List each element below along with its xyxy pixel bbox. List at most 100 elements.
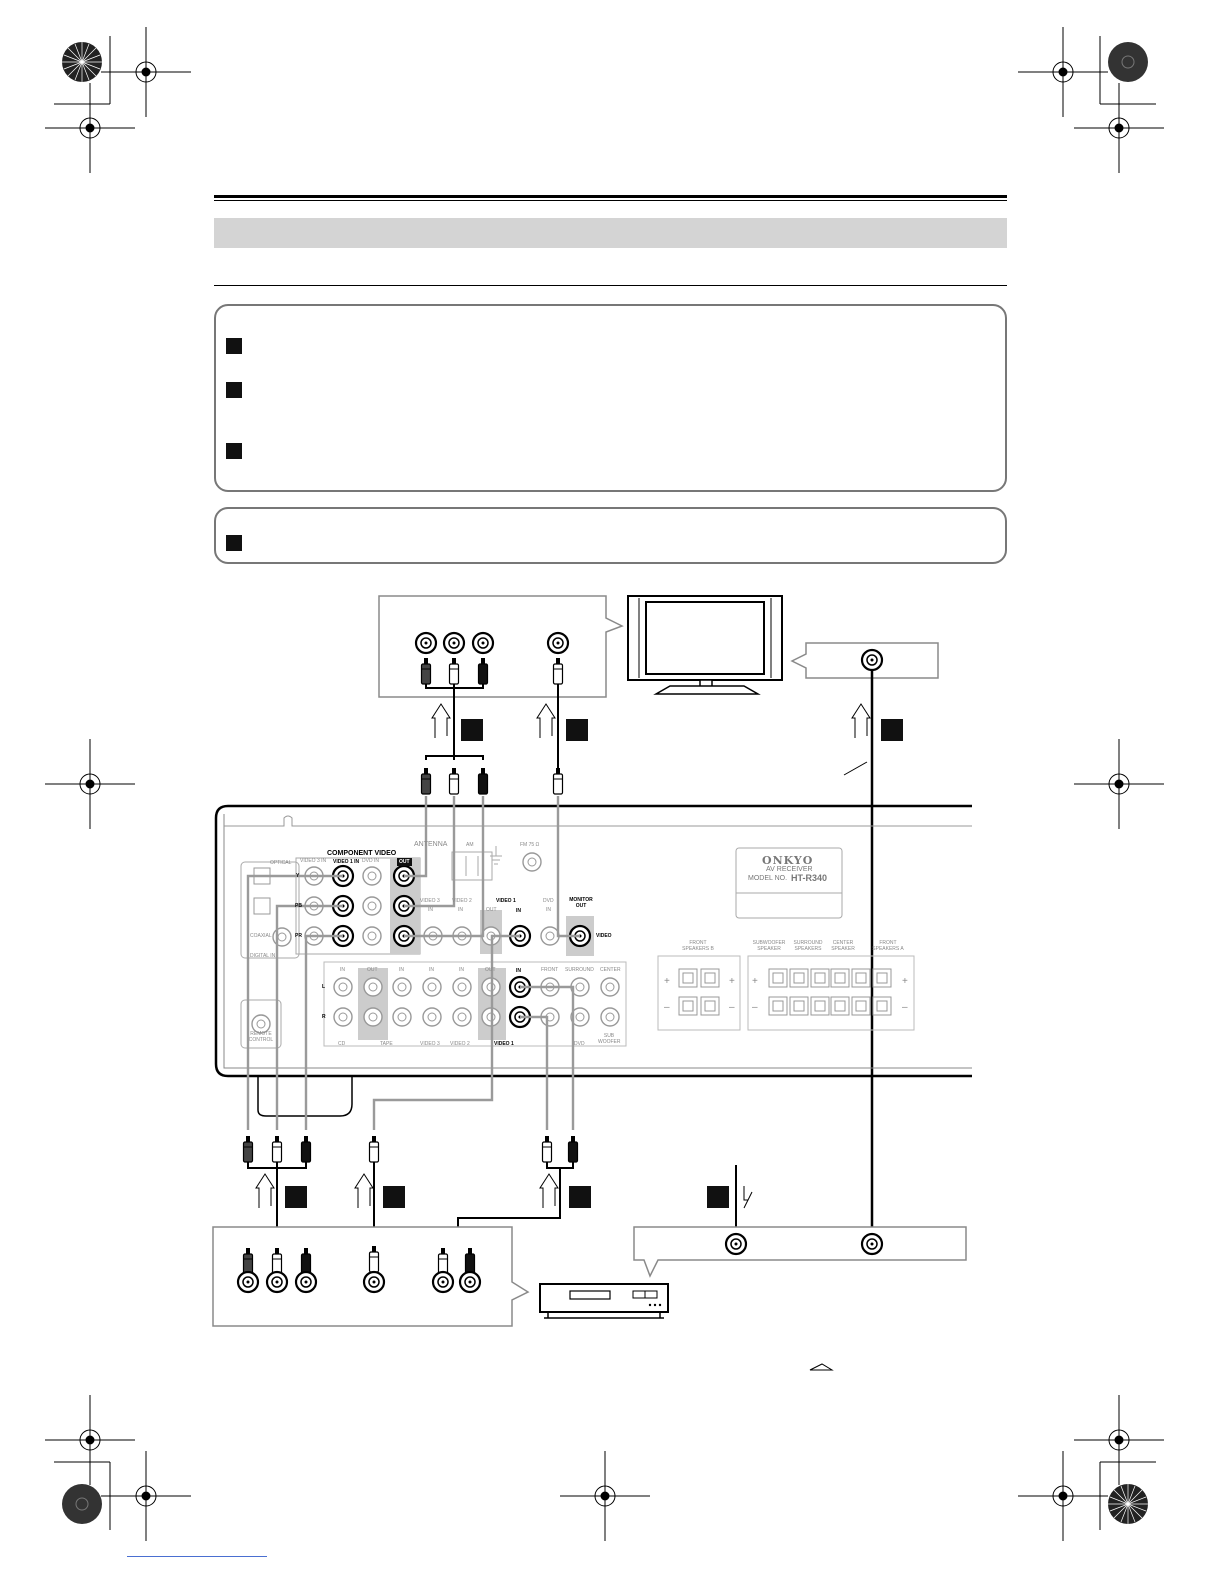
- arrow-up-4: [255, 1173, 275, 1209]
- svg-text:+: +: [729, 976, 735, 987]
- label-monitor-out: MONITOR OUT: [569, 897, 593, 909]
- label-dvd-audio: DVD: [574, 1041, 585, 1047]
- svg-text:+: +: [752, 976, 758, 987]
- arrow-up-1: [431, 703, 451, 739]
- label-video1: VIDEO 1: [496, 898, 516, 904]
- label-y: Y: [296, 873, 300, 879]
- note-box: [214, 507, 1007, 564]
- svg-text:–: –: [752, 1002, 758, 1013]
- label-center: CENTER: [600, 967, 621, 973]
- label-l: L: [322, 984, 326, 990]
- arrow-up-6: [539, 1173, 559, 1209]
- label-video2-in-audio: IN: [459, 967, 464, 973]
- svg-text:+: +: [664, 976, 670, 987]
- model-number: HT-R340: [791, 873, 828, 883]
- step-marker-3: [226, 443, 242, 459]
- label-video2: VIDEO 2: [452, 898, 472, 904]
- arrow-up-2: [536, 703, 556, 739]
- receiver-rear-panel: ++ –– ++ ––: [214, 804, 972, 1117]
- label-video2-audio: VIDEO 2: [450, 1041, 470, 1047]
- label-component-out: OUT: [397, 858, 412, 866]
- label-coaxial: COAXIAL: [250, 933, 272, 939]
- label-am: AM: [466, 842, 474, 848]
- source-output-panel: [212, 1226, 530, 1327]
- tv-component-y-jack: [414, 631, 438, 655]
- model-line-2: MODEL NO.: [748, 875, 788, 882]
- label-dvd-in: DVD IN: [362, 858, 379, 864]
- tv-component-pr-jack: [471, 631, 495, 655]
- badge-4: [285, 1186, 307, 1208]
- label-cd: CD: [338, 1041, 346, 1047]
- badge-2: [566, 719, 588, 741]
- label-video1-in-composite: IN: [516, 908, 521, 914]
- label-r: R: [322, 1014, 326, 1020]
- header-rule-second: [214, 200, 1007, 201]
- section-title-band: [214, 218, 1007, 248]
- step-marker-2: [226, 382, 242, 398]
- label-pb: PB: [295, 903, 302, 909]
- ir-jack-callout: [790, 642, 939, 679]
- badge-5: [383, 1186, 405, 1208]
- badge-6: [569, 1186, 591, 1208]
- label-video: VIDEO: [596, 933, 612, 939]
- label-tape: TAPE: [380, 1041, 393, 1047]
- label-front-speakers-a: FRONT SPEAKERS A: [872, 940, 904, 952]
- arrow-down-7: [743, 1186, 753, 1209]
- label-component-video: COMPONENT VIDEO: [327, 850, 397, 857]
- tv-input-panel: [378, 595, 624, 698]
- continue-arrow-icon: [809, 1363, 834, 1371]
- step-marker-1: [226, 338, 242, 354]
- svg-text:–: –: [729, 1002, 735, 1013]
- remote-input-panel: [633, 1226, 967, 1278]
- label-video3-in: VIDEO 3 IN: [300, 858, 327, 864]
- header-rule-top: [214, 195, 1007, 198]
- starburst-bottom-right: [1108, 1484, 1148, 1524]
- label-dvd: DVD: [543, 898, 554, 904]
- label-subwoofer-speaker: SUBWOOFER SPEAKER: [752, 940, 786, 952]
- label-front: FRONT: [541, 967, 559, 973]
- tv-video-jack: [546, 631, 570, 655]
- label-surround-speakers: SURROUND SPEAKERS: [793, 940, 823, 952]
- label-pr: PR: [295, 933, 302, 939]
- label-video1-out-composite: OUT: [486, 907, 497, 913]
- source-device-illustration: [539, 1283, 669, 1319]
- step-marker-4: [226, 535, 242, 551]
- label-video1-in-audio: IN: [516, 968, 521, 974]
- svg-text:–: –: [664, 1002, 670, 1013]
- starburst-bottom-left: [62, 1484, 102, 1524]
- model-line-1: AV RECEIVER: [766, 866, 813, 873]
- badge-7: [707, 1186, 729, 1208]
- label-video3-in-composite: IN: [428, 907, 433, 913]
- arrow-up-5: [354, 1173, 374, 1209]
- label-video3-in-audio: IN: [429, 967, 434, 973]
- label-subwoofer: SUB WOOFER: [598, 1033, 621, 1045]
- tv-component-cable: [425, 684, 484, 760]
- arrow-up-3: [851, 703, 871, 739]
- label-video1-out-audio: OUT: [485, 967, 496, 973]
- subheading-rule: [214, 285, 1007, 286]
- starburst-top-right: [1108, 42, 1148, 82]
- label-optical: OPTICAL: [270, 860, 292, 866]
- badge-1: [461, 719, 483, 741]
- brand-logo: ONKYO: [762, 854, 814, 867]
- label-center-speaker: CENTER SPEAKER: [831, 940, 855, 952]
- label-antenna: ANTENNA: [414, 841, 448, 848]
- footer-link-underline: [127, 1556, 267, 1557]
- starburst-top-left: [62, 42, 102, 82]
- label-video1-in: VIDEO 1 IN: [333, 859, 360, 865]
- label-video1-audio: VIDEO 1: [494, 1041, 514, 1047]
- tv-component-pb-jack: [442, 631, 466, 655]
- label-fm: FM 75 Ω: [520, 842, 540, 848]
- label-video3-audio: VIDEO 3: [420, 1041, 440, 1047]
- source-cables-gray: [246, 874, 575, 1130]
- label-cd-in: IN: [340, 967, 345, 973]
- label-front-speakers-b: FRONT SPEAKERS B: [682, 940, 714, 952]
- badge-3: [881, 719, 903, 741]
- label-tape-in: IN: [399, 967, 404, 973]
- label-tape-out: OUT: [367, 967, 378, 973]
- label-surround: SURROUND: [565, 967, 594, 973]
- label-dvd-in-composite: IN: [546, 907, 551, 913]
